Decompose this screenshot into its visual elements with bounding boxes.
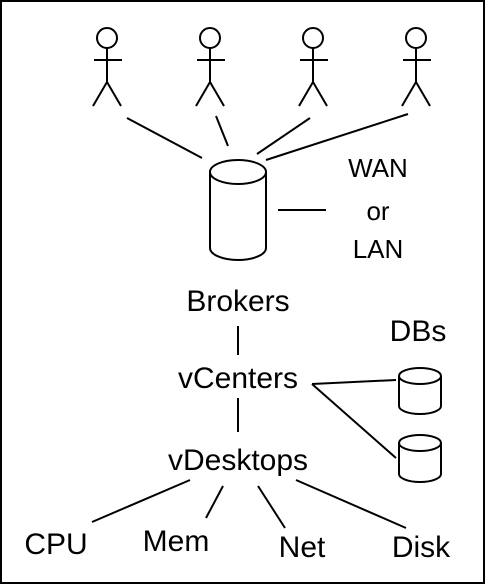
- user-icon: [401, 27, 431, 107]
- broker-database-icon: [209, 159, 267, 261]
- dbs-label: DBs: [390, 315, 447, 348]
- connector-line: [126, 117, 203, 159]
- cpu-label: CPU: [24, 528, 87, 561]
- connector-line: [215, 115, 229, 147]
- connector-line: [205, 485, 224, 519]
- mem-label: Mem: [143, 525, 210, 558]
- lan-label: LAN: [353, 234, 404, 264]
- vdesktops-label: vDesktops: [168, 444, 308, 477]
- connector-line: [311, 379, 397, 385]
- vcenters-label: vCenters: [178, 362, 298, 395]
- wan-label: WAN: [348, 153, 408, 183]
- net-label: Net: [279, 531, 326, 564]
- user-icon: [195, 27, 225, 107]
- or-label: or: [366, 196, 389, 226]
- user-icon: [92, 27, 122, 107]
- connector-line: [91, 479, 191, 523]
- connector-line: [311, 383, 397, 459]
- db-cylinder-icon: [398, 367, 442, 415]
- disk-label: Disk: [392, 531, 451, 564]
- connector-line: [265, 113, 409, 161]
- connector-line: [257, 485, 286, 529]
- connector-line: [256, 117, 311, 155]
- connector-line: [295, 479, 407, 529]
- db-cylinder-icon: [398, 434, 442, 483]
- brokers-label: Brokers: [186, 285, 289, 318]
- user-icon: [298, 27, 328, 107]
